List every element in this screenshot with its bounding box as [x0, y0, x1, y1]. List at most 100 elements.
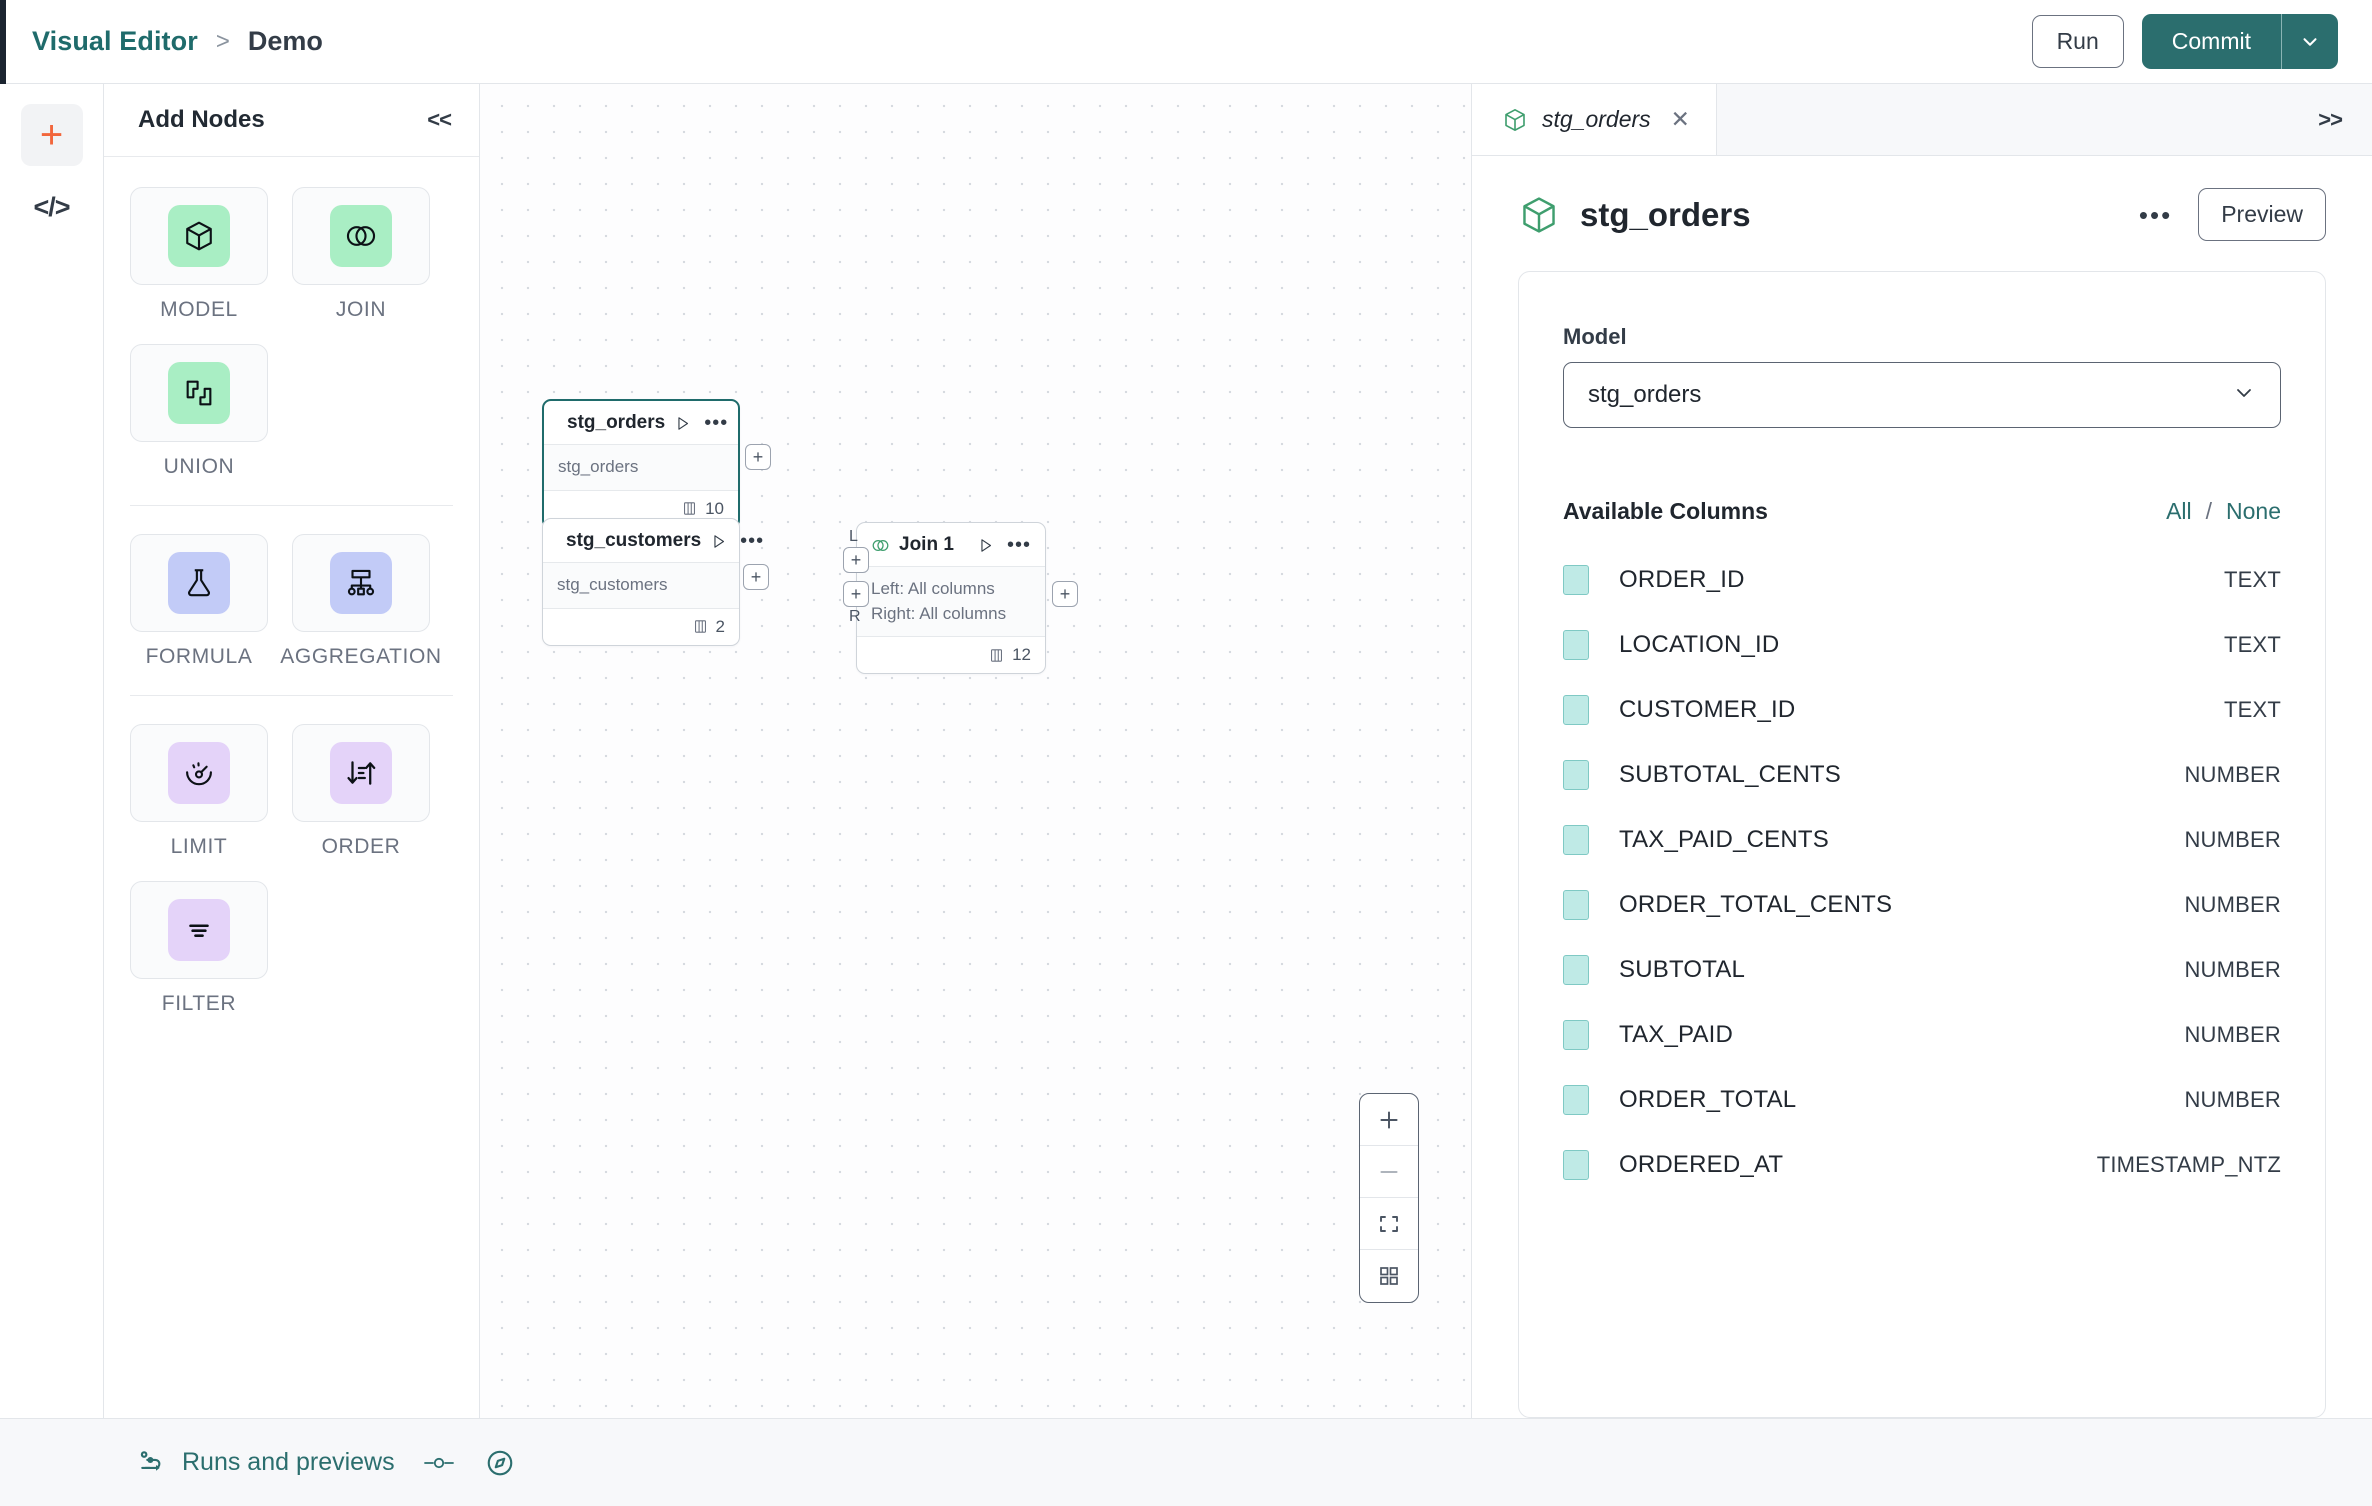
node-palette-item-model[interactable]: MODEL: [130, 187, 268, 322]
column-type: TIMESTAMP_NTZ: [2096, 1152, 2281, 1177]
column-checkbox[interactable]: [1563, 695, 1589, 725]
flow-node-body: stg_customers: [543, 563, 739, 609]
column-name: ORDERED_AT: [1619, 1151, 1784, 1178]
flow-node-header: stg_orders •••: [544, 401, 738, 445]
preview-button[interactable]: Preview: [2198, 188, 2326, 241]
column-type: TEXT: [2223, 697, 2281, 722]
plus-icon: +: [752, 447, 764, 467]
flow-node-stg-customers[interactable]: stg_customers ••• stg_customers 2: [542, 518, 763, 646]
details-panel-header: stg_orders ••• Preview: [1472, 156, 2372, 271]
column-name: SUBTOTAL_CENTS: [1619, 761, 1841, 788]
run-node-button[interactable]: [977, 537, 994, 554]
node-palette-item-filter[interactable]: FILTER: [130, 881, 268, 1016]
node-palette-item-formula[interactable]: FORMULA: [130, 534, 268, 669]
run-button[interactable]: Run: [2031, 15, 2124, 68]
flow-canvas[interactable]: stg_orders ••• stg_orders 10 +: [480, 84, 1472, 1418]
node-palette-item-union[interactable]: UNION: [130, 344, 268, 479]
chevron-down-icon: [2232, 381, 2256, 410]
tab-stg-orders[interactable]: stg_orders ✕: [1472, 84, 1717, 155]
column-checkbox[interactable]: [1563, 630, 1589, 660]
column-checkbox[interactable]: [1563, 1020, 1589, 1050]
run-node-button[interactable]: [710, 533, 727, 550]
run-node-button[interactable]: [674, 415, 691, 432]
flow-node-column-count: 10: [705, 498, 724, 518]
columns-icon: [991, 649, 1003, 662]
rail-add-button[interactable]: +: [20, 104, 83, 166]
columns-icon: [694, 620, 706, 633]
column-checkbox[interactable]: [1563, 760, 1589, 790]
node-menu-button[interactable]: •••: [704, 412, 729, 434]
fit-view-button[interactable]: [1360, 1198, 1418, 1250]
breadcrumb-current: Demo: [247, 26, 323, 56]
node-palette-label: FILTER: [161, 992, 237, 1015]
expand-panel-button[interactable]: >>: [2318, 106, 2343, 132]
column-checkbox[interactable]: [1563, 1085, 1589, 1115]
select-none-columns-link[interactable]: None: [2226, 498, 2281, 524]
column-checkbox[interactable]: [1563, 1150, 1589, 1180]
compass-icon[interactable]: [485, 1448, 515, 1478]
top-bar: Visual Editor > Demo Run Commit: [0, 0, 2372, 84]
node-palette-label: FORMULA: [145, 645, 253, 668]
column-checkbox[interactable]: [1563, 565, 1589, 595]
output-port-stg-orders[interactable]: +: [745, 444, 771, 470]
venn-circles-icon: [330, 205, 392, 267]
node-palette-label: ORDER: [321, 835, 401, 858]
flow-node-header: Join 1 •••: [857, 523, 1045, 567]
canvas-zoom-controls: [1359, 1093, 1419, 1303]
input-port-join-left[interactable]: +: [843, 547, 869, 573]
tabs-spacer: >>: [1717, 84, 2372, 155]
ellipsis-icon[interactable]: •••: [2138, 199, 2173, 230]
column-checkbox[interactable]: [1563, 890, 1589, 920]
add-nodes-panel: Add Nodes << MODEL: [104, 84, 480, 1418]
model-select[interactable]: stg_orders: [1563, 362, 2281, 428]
toggle-switch-icon[interactable]: [423, 1452, 457, 1474]
plus-icon: [1380, 1110, 1398, 1129]
node-palette-item-order[interactable]: ORDER: [292, 724, 430, 859]
add-nodes-header: Add Nodes <<: [104, 84, 479, 157]
flow-node-footer: 12: [857, 637, 1045, 673]
flow-node-join-1[interactable]: Join 1 ••• Left: All columns Right: All …: [856, 522, 1046, 675]
rail-code-button[interactable]: </>: [21, 176, 83, 238]
zoom-in-button[interactable]: [1360, 1094, 1418, 1146]
mini-map-button[interactable]: [1360, 1250, 1418, 1302]
column-select-actions: All / None: [2166, 498, 2281, 525]
close-icon[interactable]: ✕: [1670, 106, 1690, 132]
flow-node-title: stg_orders: [567, 412, 666, 433]
column-name: CUSTOMER_ID: [1619, 696, 1796, 723]
node-palette-item-join[interactable]: JOIN: [292, 187, 430, 322]
plus-icon: +: [750, 567, 762, 587]
flow-node-stg-orders[interactable]: stg_orders ••• stg_orders 10: [542, 399, 740, 529]
input-port-join-right[interactable]: +: [843, 581, 869, 607]
output-port-join-1[interactable]: +: [1052, 581, 1078, 607]
node-menu-button[interactable]: •••: [1006, 534, 1031, 556]
column-type: NUMBER: [2184, 1087, 2281, 1112]
node-palette-item-aggregation[interactable]: AGGREGATION: [280, 534, 441, 669]
flow-node-body: Left: All columns Right: All columns: [857, 567, 1045, 638]
flow-node-body: stg_orders: [544, 445, 738, 491]
node-menu-button[interactable]: •••: [740, 530, 765, 552]
column-checkbox[interactable]: [1563, 825, 1589, 855]
gauge-icon: [168, 742, 230, 804]
column-row[interactable]: ORDERED_AT TIMESTAMP_NTZ: [1563, 1141, 2281, 1189]
output-port-stg-customers[interactable]: +: [743, 564, 769, 590]
commit-button[interactable]: Commit: [2141, 14, 2282, 69]
column-row[interactable]: CUSTOMER_ID TEXT: [1563, 686, 2281, 734]
tab-label: stg_orders: [1542, 106, 1651, 132]
breadcrumb-root-link[interactable]: Visual Editor: [32, 26, 198, 56]
node-group-sources: MODEL JOIN: [130, 187, 453, 506]
select-all-columns-link[interactable]: All: [2166, 498, 2192, 524]
node-palette-item-limit[interactable]: LIMIT: [130, 724, 268, 859]
runs-and-previews-button[interactable]: Runs and previews: [136, 1448, 395, 1478]
zoom-out-button[interactable]: [1360, 1146, 1418, 1198]
collapse-panel-button[interactable]: <<: [427, 107, 452, 132]
column-checkbox[interactable]: [1563, 955, 1589, 985]
commit-dropdown-button[interactable]: [2282, 14, 2338, 69]
